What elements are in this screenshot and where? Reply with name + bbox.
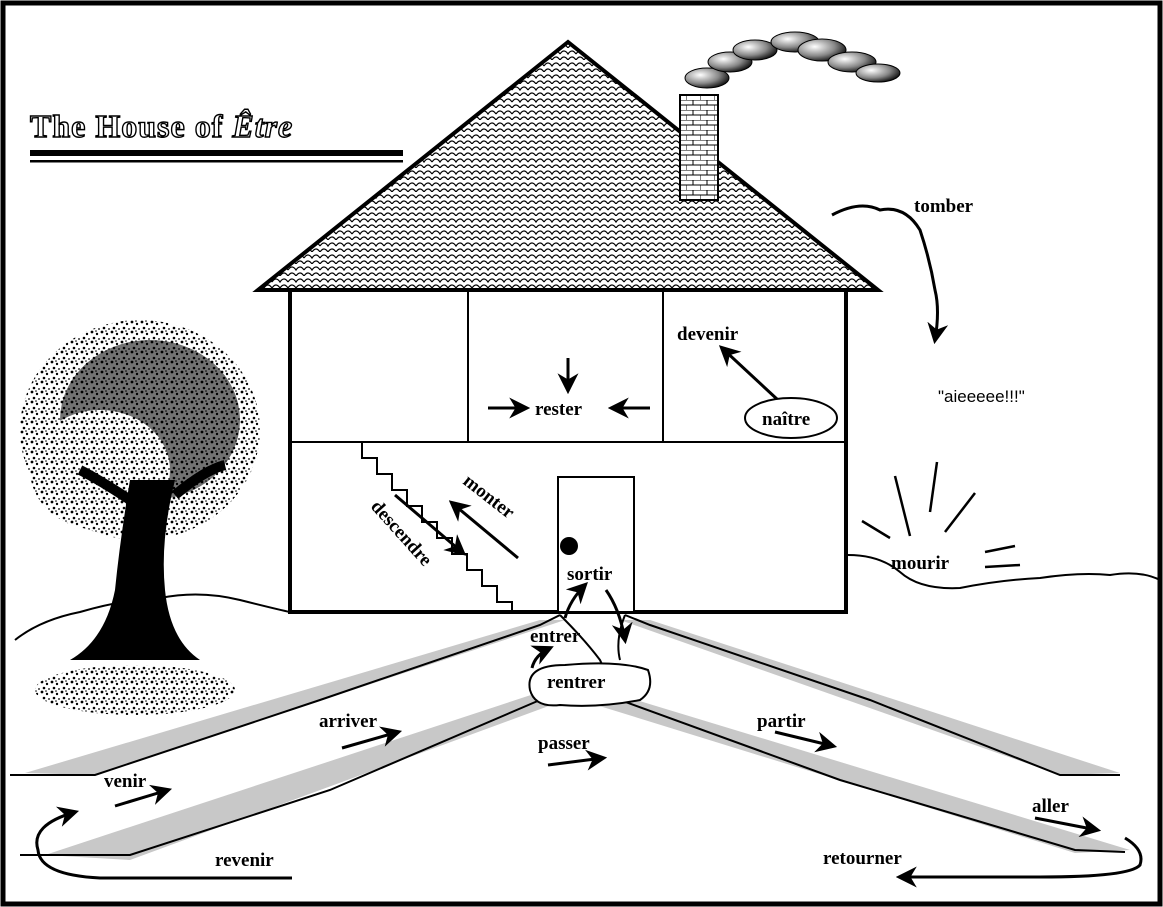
svg-text:The House of Être: The House of Être [30,108,293,144]
title-underline-thick [30,150,403,156]
house-icon [288,288,848,614]
title-emph: Être [231,108,293,144]
label-devenir: devenir [677,324,739,345]
label-rentrer: rentrer [547,672,606,693]
label-aieeeee: "aieeeee!!!" [938,387,1025,406]
road-left-near [25,620,565,775]
tree-icon [20,320,260,715]
road-left-far [45,692,565,860]
label-sortir: sortir [567,564,613,585]
label-rester: rester [535,399,583,420]
naitre-oval [744,397,838,439]
label-tomber: tomber [914,196,974,217]
label-venir: venir [104,771,147,792]
chimney-front [679,94,719,201]
roof [252,39,884,292]
label-passer: passer [538,733,590,754]
title: The House of Être [29,107,403,163]
road-right-far [580,692,1130,853]
label-retourner: retourner [823,848,902,869]
burst-lines [861,461,1021,569]
title-prefix: The House of [30,108,232,144]
arrows [35,204,1143,888]
ground-right [847,554,1161,590]
label-entrer: entrer [530,626,581,647]
stairs-icon [345,441,513,612]
label-arriver: arriver [319,711,378,732]
door-knob [560,537,578,555]
label-aller: aller [1032,796,1069,817]
label-revenir: revenir [215,850,274,871]
roads [10,614,1130,860]
label-mourir: mourir [891,553,950,574]
title-underline-thin [30,160,403,163]
label-naitre: naître [762,409,810,430]
road-right-near [620,620,1120,775]
rentrer-bubble [528,662,652,707]
label-partir: partir [757,711,806,732]
